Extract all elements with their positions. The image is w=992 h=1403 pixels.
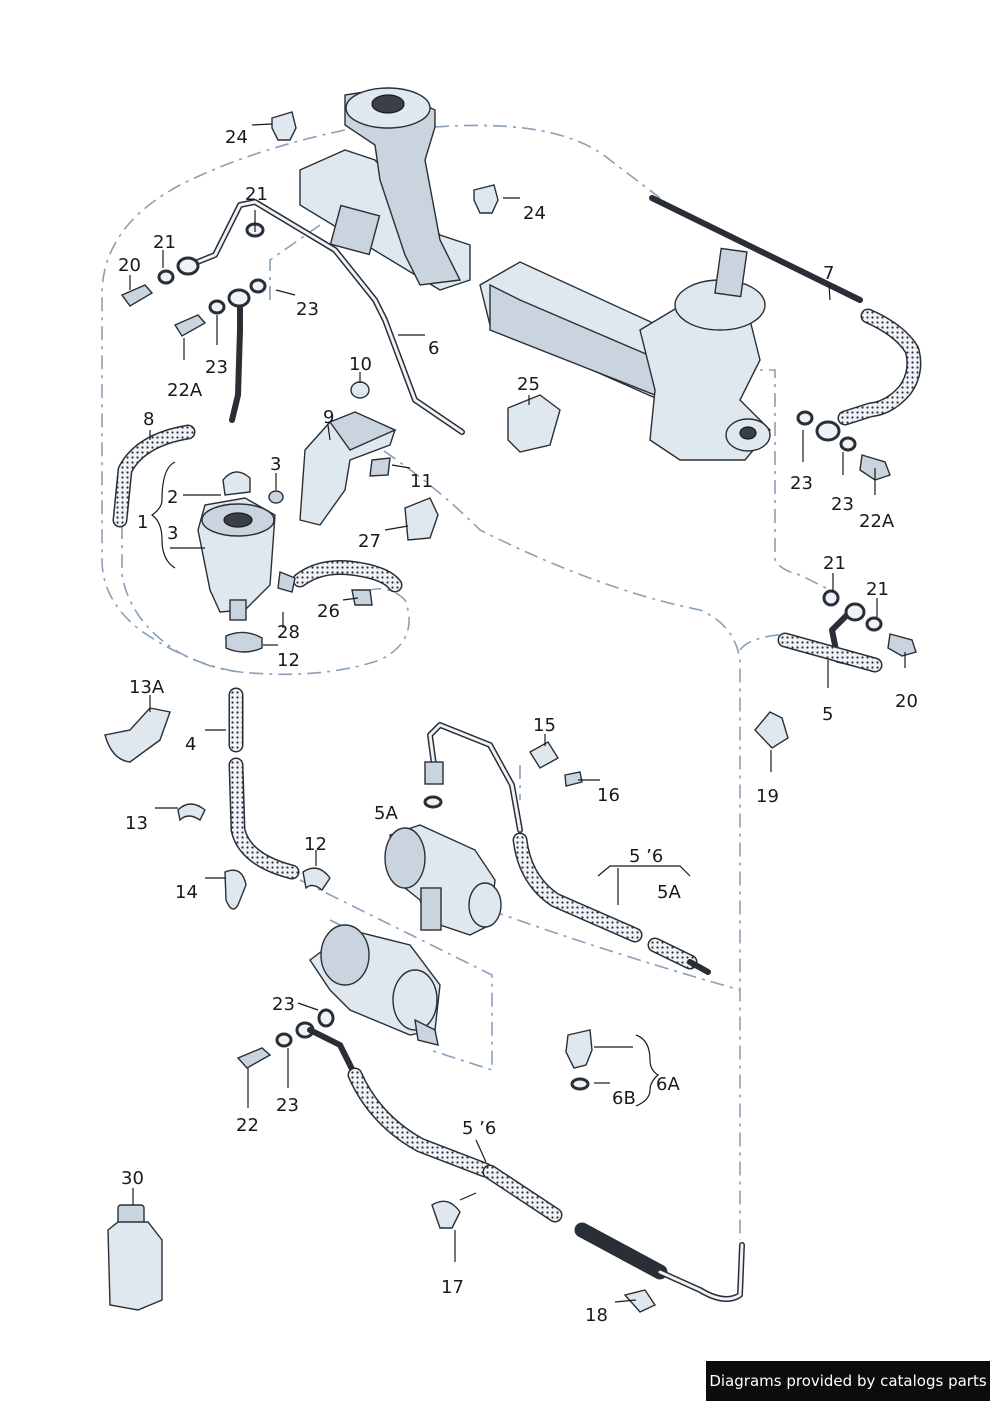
label-23c: 23: [790, 473, 813, 494]
pressure-line-lower: [236, 1008, 745, 1313]
label-4: 4: [185, 734, 196, 755]
label-24a: 24: [225, 127, 248, 148]
label-5A-left: 5A: [374, 803, 398, 824]
suction-hose-8: [112, 305, 243, 528]
steering-rack: [299, 87, 771, 461]
assembly-outline: [101, 124, 831, 1240]
label-23b: 23: [205, 357, 228, 378]
label-21b: 21: [153, 232, 176, 253]
label-24b: 24: [523, 203, 546, 224]
label-9: 9: [323, 407, 334, 428]
label-21c: 21: [823, 553, 846, 574]
label-7: 7: [823, 263, 834, 284]
label-10: 10: [349, 354, 372, 375]
label-8: 8: [143, 409, 154, 430]
pressure-switch-6A: [565, 1029, 593, 1091]
fluid-bottle-30: [107, 1204, 163, 1311]
label-23e: 23: [272, 994, 295, 1015]
label-21a: 21: [245, 184, 268, 205]
label-2: 2: [167, 487, 178, 508]
label-6B: 6B: [612, 1088, 636, 1109]
label-1: 1: [137, 512, 148, 533]
label-20b: 20: [895, 691, 918, 712]
label-20a: 20: [118, 255, 141, 276]
clip-19: [754, 711, 789, 749]
label-13A: 13A: [129, 677, 165, 698]
pressure-pipe-6: [187, 199, 465, 435]
label-23a: 23: [296, 299, 319, 320]
pressure-line-5: [777, 589, 917, 673]
label-23f: 23: [276, 1095, 299, 1116]
label-6: 6: [428, 338, 439, 359]
label-12a: 12: [277, 650, 300, 671]
label-6A: 6A: [656, 1074, 680, 1095]
label-15: 15: [533, 715, 556, 736]
label-11: 11: [410, 471, 433, 492]
label-5-6-lower: 5 ’6: [462, 1118, 496, 1139]
label-13: 13: [125, 813, 148, 834]
label-3-side: 3: [167, 523, 178, 544]
label-30: 30: [121, 1168, 144, 1189]
label-5-6-middle: 5 ’6: [629, 846, 663, 867]
label-18: 18: [585, 1305, 608, 1326]
label-21d: 21: [866, 579, 889, 600]
label-5: 5: [822, 704, 833, 725]
label-3-top: 3: [270, 454, 281, 475]
label-22: 22: [236, 1115, 259, 1136]
hose-4: [228, 687, 300, 880]
leader-lines: [129, 123, 906, 1303]
reservoir: [197, 471, 284, 653]
label-19: 19: [756, 786, 779, 807]
label-12b: 12: [304, 834, 327, 855]
banjo-fitting-left: [120, 222, 267, 337]
clips: [271, 111, 561, 541]
attribution-banner: Diagrams provided by catalogs parts: [706, 1361, 990, 1401]
label-23d: 23: [831, 494, 854, 515]
label-26: 26: [317, 601, 340, 622]
bracket-9: [299, 381, 397, 526]
part-labels: 24 24 21 21 20 23 23 22A 6 7 8 10 9 11 2…: [118, 127, 918, 1326]
attribution-text: Diagrams provided by catalogs parts: [709, 1372, 987, 1390]
label-28: 28: [277, 622, 300, 643]
label-14: 14: [175, 882, 198, 903]
label-22A-right: 22A: [859, 511, 895, 532]
label-22A-left: 22A: [167, 380, 203, 401]
pressure-line-5A: [423, 722, 711, 975]
label-5A-right: 5A: [657, 882, 681, 903]
return-line-7: [649, 195, 922, 426]
label-16: 16: [597, 785, 620, 806]
return-hose-26: [277, 560, 403, 606]
clamps: [104, 707, 331, 910]
label-27: 27: [358, 531, 381, 552]
power-steering-pump: [309, 824, 502, 1046]
banjo-fitting-right: [796, 410, 891, 481]
label-25: 25: [517, 374, 540, 395]
label-17: 17: [441, 1277, 464, 1298]
